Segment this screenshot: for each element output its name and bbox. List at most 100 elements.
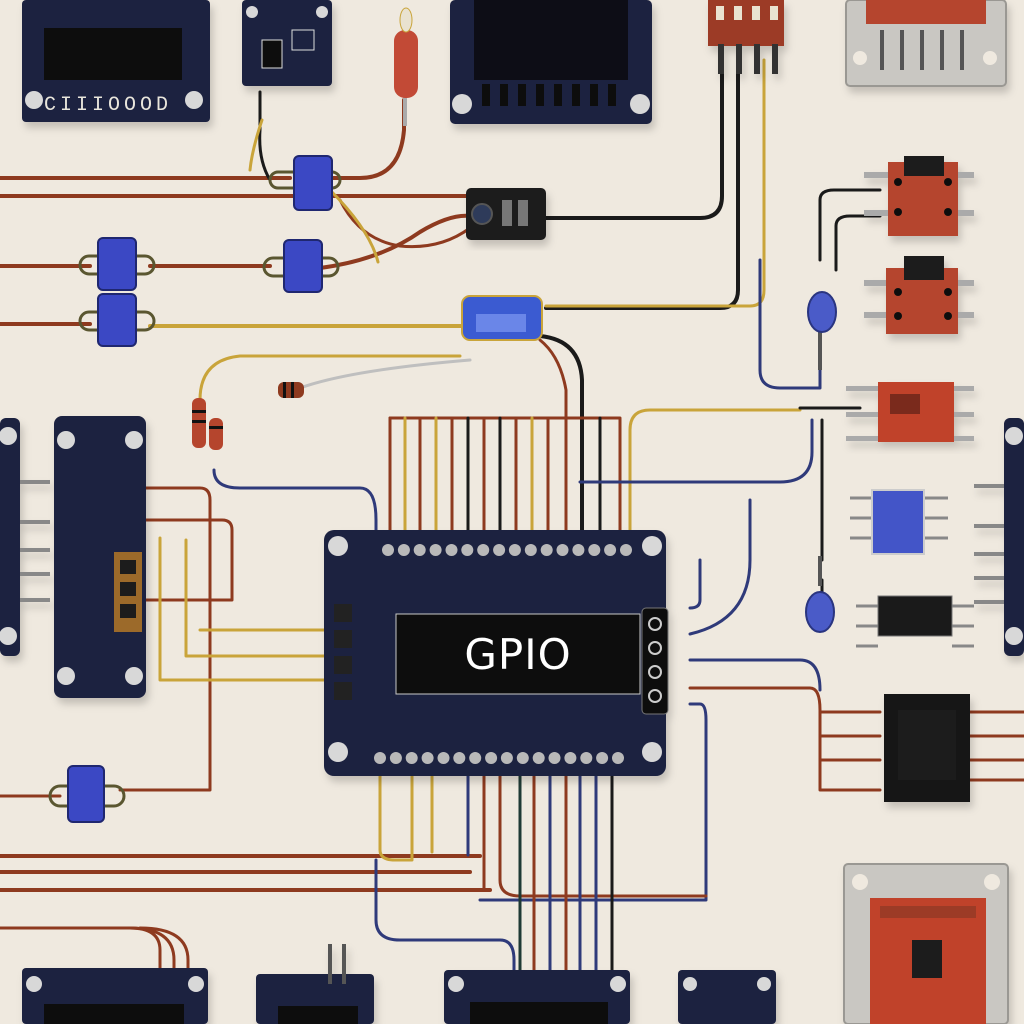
module-bottom-left <box>22 968 208 1024</box>
wire-yellow <box>158 536 332 682</box>
resistor <box>278 382 304 398</box>
sensor-module-left <box>0 416 146 698</box>
wire-red <box>328 98 406 180</box>
wire-red <box>138 926 190 992</box>
gpio-header-bottom <box>374 752 624 764</box>
gpio-header-top <box>382 544 632 556</box>
wire-blue <box>374 858 516 992</box>
relay-module-small <box>846 382 974 442</box>
wire-red <box>968 710 1024 782</box>
gpio-pin <box>445 544 458 556</box>
gpio-pin <box>604 544 617 556</box>
module-top-left <box>22 0 210 122</box>
wire-yellow <box>628 408 802 547</box>
module-bottom-right <box>843 863 1009 1024</box>
sensor-module-top <box>242 0 332 86</box>
ic-chip <box>850 489 948 555</box>
gpio-board <box>324 530 669 776</box>
gpio-pin <box>382 544 394 556</box>
gpio-pin <box>596 752 609 764</box>
wire-blue <box>212 468 378 547</box>
gpio-pin <box>612 752 624 764</box>
gpio-pin <box>580 752 593 764</box>
wire-black <box>544 58 740 310</box>
inductor <box>78 293 156 347</box>
gpio-pin <box>556 544 569 556</box>
gpio-pin <box>508 544 521 556</box>
wire-black <box>538 334 584 542</box>
gpio-pin <box>548 752 561 764</box>
wire-black <box>818 188 882 262</box>
gpio-pin <box>485 752 498 764</box>
gpio-pin <box>413 544 426 556</box>
wire-blue <box>478 702 708 902</box>
gpio-pin <box>493 544 506 556</box>
inductor <box>262 239 340 293</box>
led-blue <box>805 556 835 633</box>
gpio-pin <box>397 544 410 556</box>
gpio-pin <box>429 544 442 556</box>
wire-black <box>298 358 472 390</box>
wire-red <box>338 198 472 249</box>
ic-chip <box>856 595 974 648</box>
gpio-pin <box>516 752 529 764</box>
gpio-pin <box>524 544 537 556</box>
wire-yellow <box>328 188 380 264</box>
gpio-pin <box>477 544 490 556</box>
gpio-pin <box>469 752 482 764</box>
led-red <box>394 7 418 126</box>
gpio-pin <box>389 752 402 764</box>
wire-red <box>388 416 622 542</box>
wire-red <box>538 338 568 542</box>
wire-yellow <box>248 118 264 172</box>
gpio-pin <box>421 752 434 764</box>
module-bottom-center <box>444 970 630 1024</box>
wire-blue <box>688 658 822 692</box>
gpio-pin <box>572 544 585 556</box>
relay-module <box>864 256 974 334</box>
gpio-board-label: GPIO <box>464 629 572 679</box>
wire-yellow <box>198 354 462 402</box>
gpio-pin <box>461 544 474 556</box>
wire-blue <box>688 498 752 636</box>
gpio-pin <box>540 544 553 556</box>
wire-red <box>318 213 472 270</box>
led-blue <box>807 291 837 370</box>
gpio-pin <box>405 752 418 764</box>
wire-blue <box>758 258 822 390</box>
gpio-pin <box>453 752 466 764</box>
gpio-pin <box>620 544 632 556</box>
module-bottom-mid-left <box>256 944 374 1024</box>
wire-red <box>818 710 882 762</box>
wire-black <box>258 90 272 182</box>
wire-red <box>138 518 234 602</box>
power-module <box>884 694 970 802</box>
wire-blue <box>688 558 702 610</box>
top-left-module-silkscreen: CIIIOOOD <box>44 94 173 117</box>
header-wires-top <box>388 416 602 547</box>
wire-yellow <box>184 538 332 658</box>
gpio-pin <box>588 544 601 556</box>
module-bottom-small <box>678 970 776 1024</box>
gpio-pin <box>374 752 386 764</box>
header-wires-bottom <box>378 758 614 1002</box>
gpio-pin <box>500 752 513 764</box>
wire-blue <box>578 418 814 484</box>
gpio-pin <box>564 752 577 764</box>
inductor <box>268 155 342 211</box>
gpio-pin <box>437 752 450 764</box>
inductor <box>78 237 156 291</box>
wire-black <box>544 58 724 220</box>
wire-red <box>118 486 212 792</box>
inductor <box>48 765 126 823</box>
relay-module-top <box>708 0 784 74</box>
capacitor-blue <box>461 295 543 341</box>
wire-black <box>834 214 882 272</box>
wire-red <box>688 686 882 792</box>
transistor-module <box>466 188 546 240</box>
gpio-pin <box>532 752 545 764</box>
lcd-module <box>450 0 652 124</box>
relay-module <box>864 156 974 236</box>
resistor <box>192 398 223 450</box>
